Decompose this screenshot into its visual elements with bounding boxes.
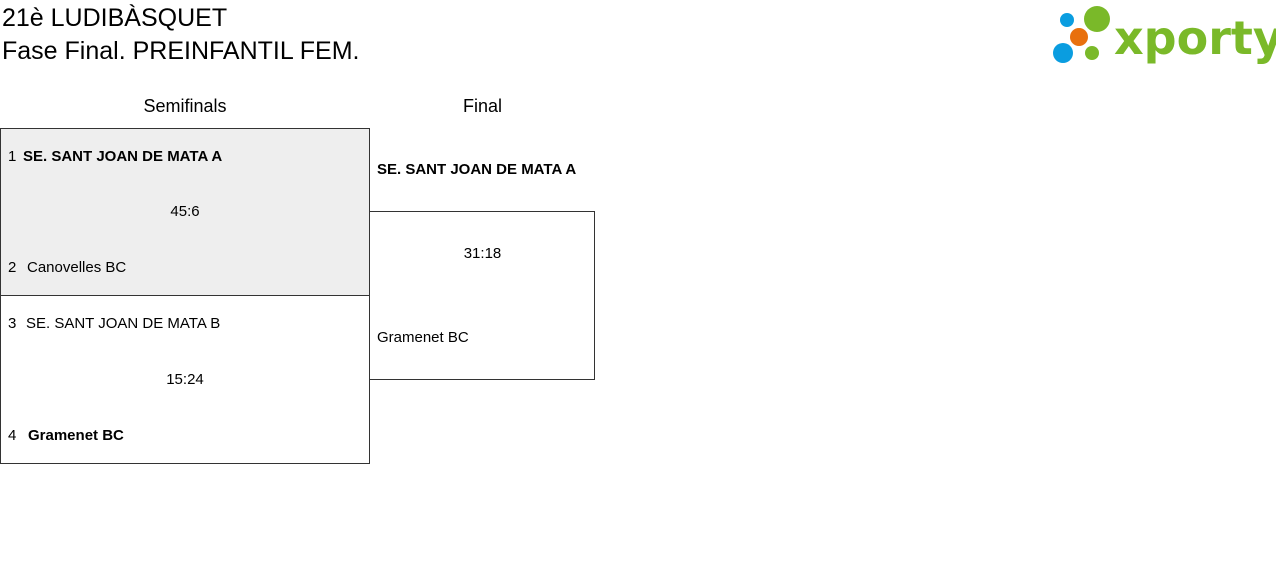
final-team-1: SE. SANT JOAN DE MATA A xyxy=(377,161,577,178)
phase-title: Fase Final. PREINFANTIL FEM. xyxy=(2,37,360,65)
final-match[interactable] xyxy=(369,211,595,380)
xporty-logo: xporty xyxy=(1053,6,1276,65)
team-winner: SE. SANT JOAN DE MATA A xyxy=(23,148,223,165)
tournament-title: 21è LUDIBÀSQUET xyxy=(2,4,228,32)
round-final: Final xyxy=(462,96,502,116)
seed: 1 xyxy=(8,148,17,165)
score: 45:6 xyxy=(170,203,200,220)
seed: 4 xyxy=(8,427,17,444)
team: Canovelles BC xyxy=(27,259,127,276)
seed: 2 xyxy=(8,259,17,276)
final-team-2: Gramenet BC xyxy=(377,329,469,346)
team: SE. SANT JOAN DE MATA B xyxy=(26,315,221,332)
final-score: 31:18 xyxy=(463,245,502,262)
score: 15:24 xyxy=(166,371,204,388)
semifinal-match-1[interactable] xyxy=(0,128,370,296)
team-winner: Gramenet BC xyxy=(28,427,124,444)
seed: 3 xyxy=(8,315,17,332)
round-semifinals: Semifinals xyxy=(143,96,227,116)
svg-text:xporty: xporty xyxy=(1114,11,1276,65)
